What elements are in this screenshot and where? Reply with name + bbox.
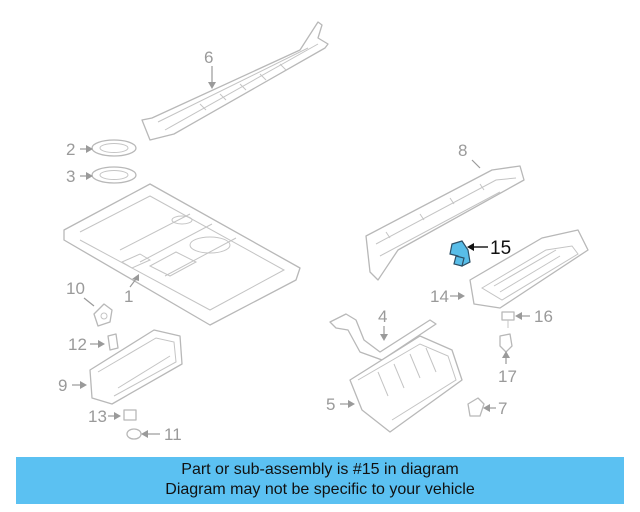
svg-text:8: 8 [458,141,467,160]
svg-text:14: 14 [430,287,449,306]
svg-text:2: 2 [66,140,75,159]
svg-text:15: 15 [490,238,511,259]
part-15-bracket-highlighted[interactable] [449,240,471,267]
svg-text:13: 13 [88,407,107,426]
callout-16: 16 [515,307,553,326]
callout-17: 17 [498,351,517,386]
part-7-bracket [467,397,485,417]
callout-13: 13 [88,407,121,426]
svg-text:1: 1 [124,287,133,306]
callout-9: 9 [58,376,87,395]
svg-text:6: 6 [204,48,213,67]
info-banner: Part or sub-assembly is #15 in diagram D… [16,457,624,504]
part-16-screw [501,311,515,328]
part-4-weatherstrip [329,313,437,361]
part-1-floor-pan [63,183,301,326]
svg-text:12: 12 [68,335,87,354]
svg-text:3: 3 [66,167,75,186]
callout-11: 11 [141,425,182,444]
callout-7: 7 [483,399,507,418]
svg-text:9: 9 [58,376,67,395]
part-11-nut [126,428,142,440]
svg-text:4: 4 [378,307,387,326]
callout-3: 3 [66,167,93,186]
callout-6: 6 [204,48,216,89]
parts-diagram: 6 2 3 1 10 12 9 13 11 8 [58,21,589,444]
part-12-pin [107,333,119,351]
callout-14: 14 [430,287,465,306]
callout-2: 2 [66,140,93,159]
banner-line-1: Part or sub-assembly is #15 in diagram [181,461,459,478]
svg-text:5: 5 [326,395,335,414]
callout-15[interactable]: 15 [467,238,511,259]
callout-1: 1 [124,274,139,306]
part-6-rail [141,21,329,141]
callout-5: 5 [326,395,355,414]
part-17-clip [499,333,513,353]
part-13-bolt [123,409,137,421]
part-3-plug [91,166,137,184]
part-14-step-pad [469,229,589,309]
callout-12: 12 [68,335,105,354]
svg-text:17: 17 [498,367,517,386]
part-8-sill-panel [365,165,525,281]
banner-line-2: Diagram may not be specific to your vehi… [165,481,475,498]
svg-text:7: 7 [498,399,507,418]
callout-10: 10 [66,279,95,307]
svg-text:10: 10 [66,279,85,298]
part-10-grommet [93,303,113,327]
svg-text:11: 11 [164,425,182,444]
part-5-step-well [349,335,463,433]
svg-text:16: 16 [534,307,553,326]
callout-4: 4 [378,307,388,341]
part-9-tray [89,329,183,405]
callout-8: 8 [458,141,481,169]
part-2-plug [91,139,137,157]
